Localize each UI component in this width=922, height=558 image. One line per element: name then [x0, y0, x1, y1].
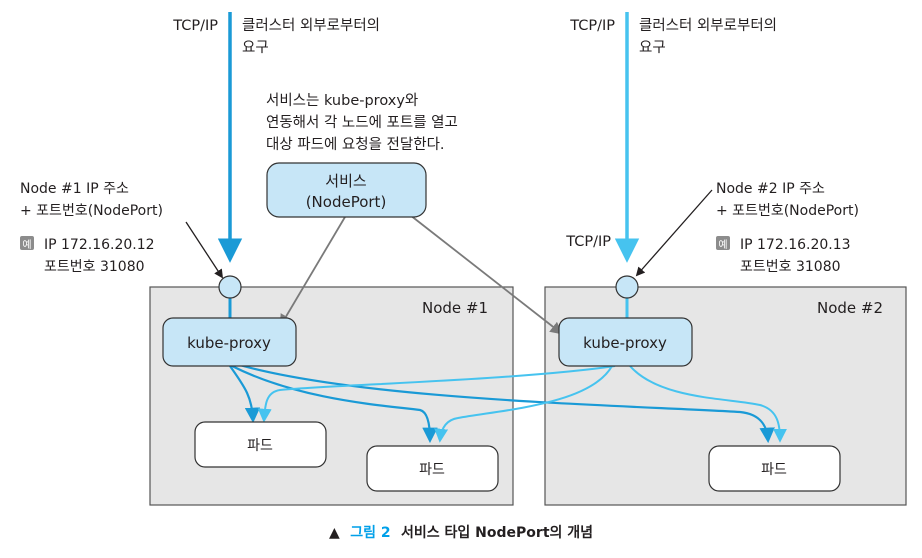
protocol-label-left: TCP/IP: [172, 18, 218, 34]
node-2-example-badge-bg: [716, 236, 730, 250]
traffic-n1-pod1: [229, 365, 261, 424]
node-2-example-line-2: 포트번호 31080: [740, 259, 841, 275]
kube-proxy-1-box: [162, 317, 297, 367]
node-1-label-pointer: [185, 221, 223, 279]
kube-proxy-2-box: [558, 317, 693, 367]
node-1-port: [218, 275, 242, 299]
node-1-example-line-2: 포트번호 31080: [44, 259, 145, 275]
protocol-label-right-mid: TCP/IP: [565, 234, 611, 250]
node-2-label-line-1: Node #2 IP 주소: [716, 181, 825, 197]
service-note-line-1: 서비스는 kube-proxy와: [266, 92, 418, 109]
service-note-line-3: 대상 파드에 요청을 전달한다.: [266, 136, 445, 153]
service-note-line-2: 연동해서 각 노드에 포트를 열고: [266, 114, 458, 131]
pod-1-label: 파드: [247, 438, 273, 454]
node-1-example-badge-bg: [20, 236, 34, 250]
node-1-title: Node #1: [422, 299, 488, 317]
node-2-label-line-2: + 포트번호(NodePort): [716, 203, 859, 219]
traffic-n2-pod1: [257, 365, 616, 423]
pod-1-box: [194, 421, 327, 468]
node-1-label-line-1: Node #1 IP 주소: [20, 181, 129, 197]
figure-caption: ▲ 그림 2 서비스 타입 NodePort의 개념: [329, 524, 593, 541]
service-link-node-1: [279, 216, 346, 328]
kube-proxy-2-label: kube-proxy: [583, 334, 667, 352]
service-box: [266, 162, 427, 218]
pod-3-box: [708, 445, 841, 492]
node-2-port: [615, 275, 639, 299]
protocol-label-right-top: TCP/IP: [569, 18, 615, 34]
pod-2-label: 파드: [419, 462, 445, 478]
external-request-right-line-2: 요구: [639, 40, 666, 56]
caption-figure-number: 그림 2: [350, 525, 390, 541]
external-request-left-line-2: 요구: [242, 40, 269, 56]
pod-3-label: 파드: [761, 462, 787, 478]
service-box-line-1: 서비스: [325, 172, 367, 190]
node-1-label-line-2: + 포트번호(NodePort): [20, 203, 163, 219]
node-1-example-line-1: IP 172.16.20.12: [44, 237, 155, 253]
traffic-n1-pod2: [231, 365, 438, 444]
kube-proxy-1-label: kube-proxy: [187, 334, 271, 352]
node-2-label-pointer: [635, 189, 713, 277]
node-2-example-line-1: IP 172.16.20.13: [740, 237, 851, 253]
external-request-right-line-1: 클러스터 외부로부터의: [639, 17, 777, 34]
caption-marker: ▲: [329, 525, 340, 541]
caption-text: 서비스 타입 NodePort의 개념: [401, 524, 593, 541]
node-2-example-badge: 예: [718, 239, 727, 251]
external-request-left-line-1: 클러스터 외부로부터의: [242, 17, 380, 34]
pod-2-box: [366, 445, 499, 492]
traffic-n1-pod3: [235, 362, 775, 444]
traffic-n2-pod3: [629, 365, 787, 443]
service-box-line-2: (NodePort): [306, 193, 387, 211]
traffic-n2-pod2: [434, 365, 613, 443]
node-2-title: Node #2: [817, 299, 883, 317]
service-link-node-2: [409, 214, 563, 335]
node-1-example-badge: 예: [22, 239, 31, 251]
